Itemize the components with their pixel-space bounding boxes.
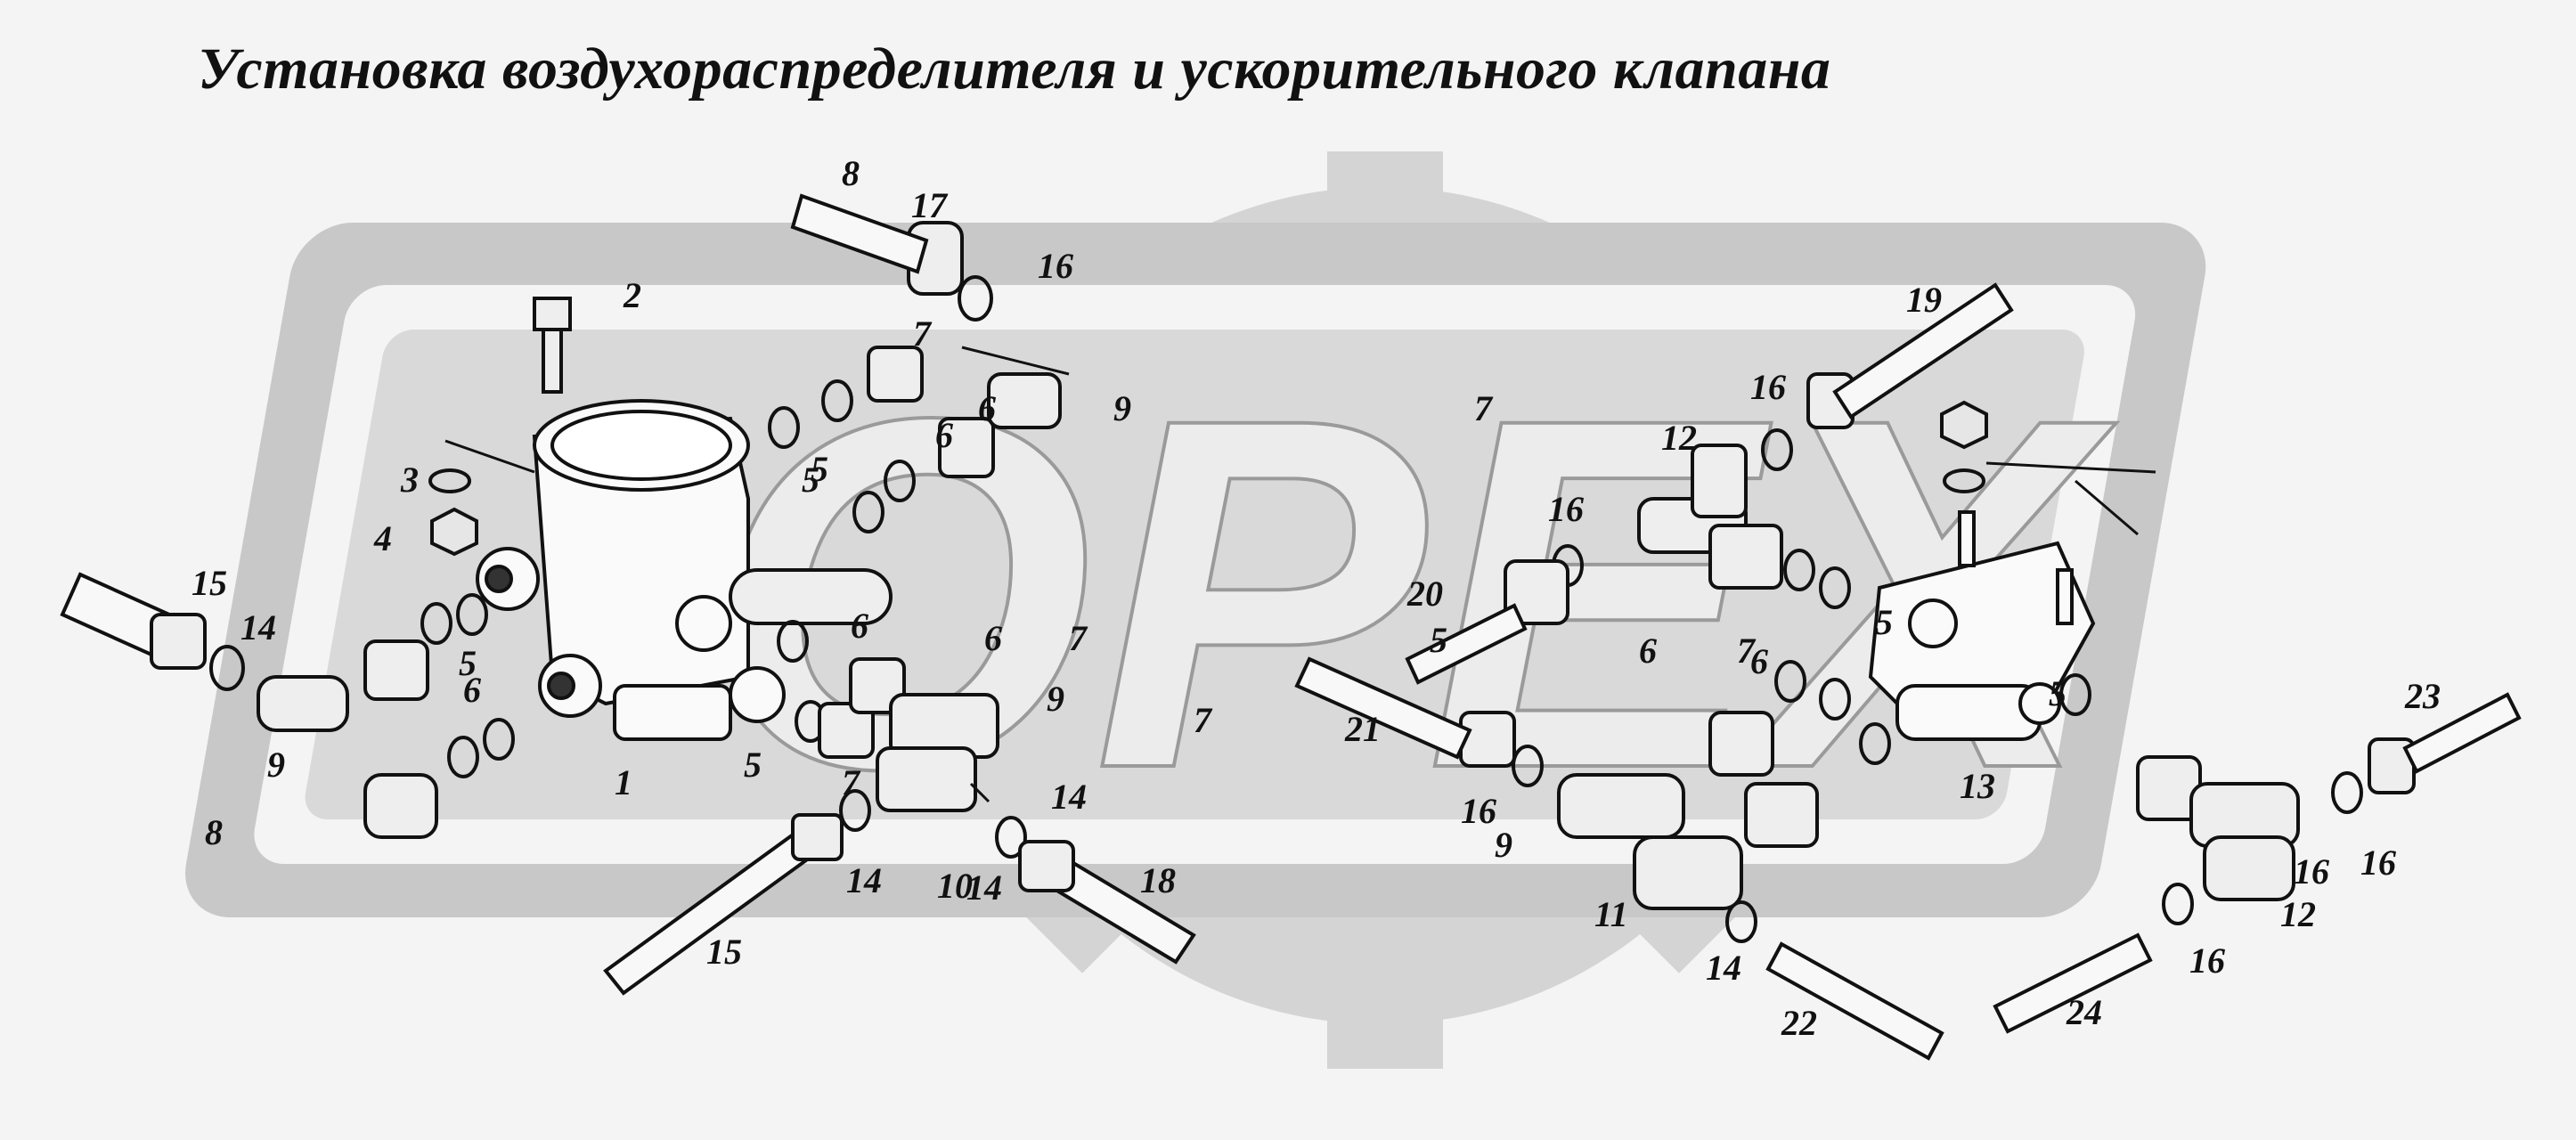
fittings — [257, 221, 1062, 839]
callout-label: 6 — [851, 606, 868, 646]
callout-label: 16 — [1038, 246, 1073, 286]
callout-label: 21 — [1344, 709, 1381, 749]
callout-label: 12 — [2280, 894, 2316, 934]
callout-label: 18 — [1140, 860, 1176, 900]
relay-valve-assembly — [1294, 282, 2522, 1061]
callout-label: 5 — [459, 643, 477, 683]
callout-label: 10 — [937, 866, 973, 906]
callout-label: 23 — [2404, 676, 2441, 716]
leader-lines — [444, 346, 2156, 803]
callout-label: 6 — [935, 415, 953, 455]
callout-label: 20 — [1406, 574, 1443, 614]
callout-label: 22 — [1781, 1003, 1817, 1043]
tubes — [60, 193, 1196, 996]
callout-label: 2 — [623, 275, 641, 315]
seal-rings — [1512, 428, 2363, 943]
callout-label: 13 — [1960, 766, 1995, 806]
callout-label: 6 — [978, 388, 996, 428]
callout-label: 16 — [2189, 940, 2225, 981]
callout-label: 9 — [1495, 825, 1512, 865]
callout-label: 5 — [811, 449, 828, 489]
callout-label: 8 — [205, 812, 223, 852]
callout-label: 14 — [966, 867, 1002, 908]
callout-label: 9 — [1113, 388, 1131, 428]
callout-label: 9 — [1047, 679, 1064, 719]
callout-label: 6 — [1639, 631, 1657, 671]
callout-label: 4 — [373, 518, 392, 558]
callout-label: 7 — [1194, 700, 1213, 740]
distributor-body — [476, 399, 893, 741]
callout-label: 5 — [744, 745, 762, 785]
callout-label: 14 — [846, 860, 882, 900]
callout-label: 5 — [2049, 673, 2067, 713]
callout-label: 6 — [984, 618, 1002, 658]
callout-label: 11 — [1594, 894, 1628, 934]
callout-label: 16 — [1461, 791, 1496, 831]
callout-label: 5 — [802, 460, 819, 500]
callout-label: 14 — [1051, 777, 1087, 817]
fittings — [1459, 372, 2416, 910]
callout-label: 9 — [267, 745, 285, 785]
seal-rings — [209, 275, 1027, 859]
diagram-title: Установка воздухораспределителя и ускори… — [198, 37, 1831, 102]
nut — [430, 507, 478, 557]
washer — [1943, 468, 1985, 493]
callout-label: 5 — [1430, 620, 1447, 660]
callout-label: 6 — [463, 670, 481, 710]
callout-label: 15 — [706, 932, 742, 972]
nut — [1940, 400, 1988, 450]
callout-label: 6 — [1750, 641, 1768, 681]
callout-label: 5 — [1875, 602, 1893, 642]
callout-label: 7 — [913, 314, 933, 354]
callout-label: 14 — [240, 607, 276, 647]
callout-label: 16 — [1548, 489, 1584, 529]
callout-label: 16 — [2294, 851, 2329, 892]
air-distributor-assembly — [60, 193, 1196, 996]
callout-label: 8 — [842, 153, 860, 193]
callout-label: 3 — [400, 460, 419, 500]
callout-label: 7 — [1474, 388, 1494, 428]
callout-label: 12 — [1661, 418, 1697, 458]
relay-valve-body — [1868, 510, 2096, 741]
callout-label: 15 — [192, 563, 227, 603]
callout-label: 17 — [911, 185, 949, 225]
tubes — [1294, 282, 2522, 1061]
callout-label: 19 — [1906, 280, 1942, 320]
callout-label: 16 — [2360, 843, 2396, 883]
callout-label: 14 — [1706, 948, 1741, 988]
callout-label: 7 — [1069, 618, 1088, 658]
callout-label: 7 — [1737, 631, 1757, 671]
bolt — [533, 297, 572, 394]
callout-label: 1 — [615, 762, 632, 802]
washer — [428, 468, 471, 493]
callout-label: 16 — [1750, 367, 1786, 407]
callout-label: 24 — [2066, 992, 2102, 1032]
callout-label: 7 — [842, 762, 861, 802]
